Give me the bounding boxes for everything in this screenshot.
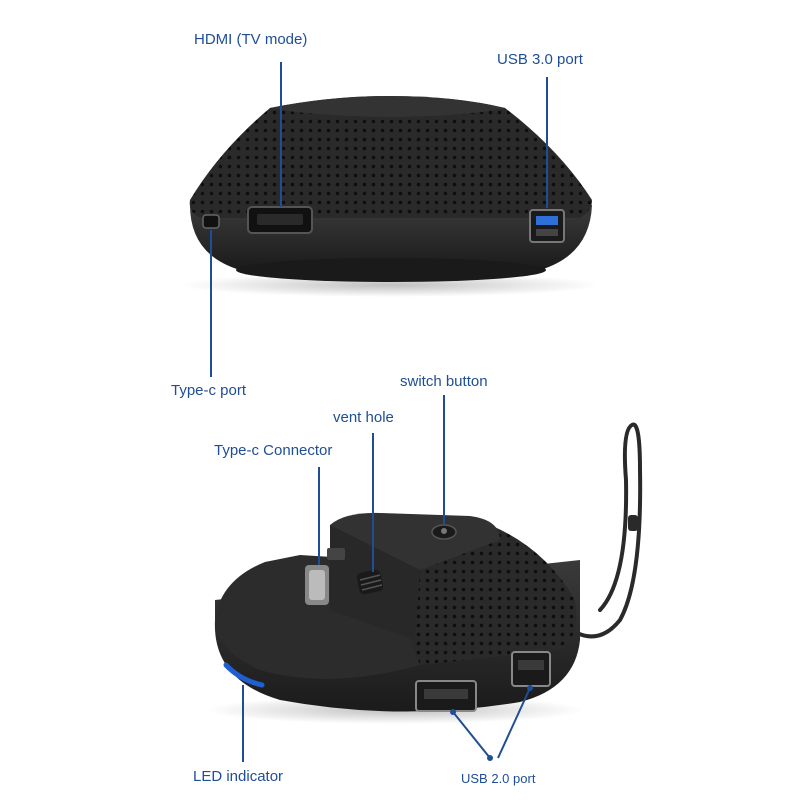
label-typec-connector: Type-c Connector — [214, 442, 333, 459]
usb3-port — [529, 209, 565, 243]
hdmi-port — [247, 206, 313, 234]
label-typec-port: Type-c port — [171, 382, 247, 399]
callout-lines — [210, 62, 548, 762]
callout-dots — [450, 685, 533, 761]
label-led-indicator: LED indicator — [193, 768, 284, 785]
label-vent-hole: vent hole — [333, 409, 394, 426]
label-hdmi: HDMI (TV mode) — [194, 31, 308, 48]
usb2-port-b — [511, 651, 551, 687]
usb2-callout-line-a — [452, 711, 491, 759]
usb2-callout-line-b — [497, 687, 531, 759]
vent-hole-graphic — [356, 569, 384, 595]
typec-connector-graphic — [305, 548, 345, 605]
top-dock-device — [180, 96, 600, 297]
usb2-port-a — [415, 680, 477, 712]
lanyard — [573, 422, 643, 639]
switch-button-graphic — [431, 524, 457, 540]
label-usb2: USB 2.0 port — [461, 771, 536, 786]
label-switch-button: switch button — [400, 373, 488, 390]
typec-port — [202, 214, 220, 229]
label-usb3: USB 3.0 port — [497, 51, 583, 68]
led-glow — [223, 662, 265, 688]
bottom-dock-device — [205, 422, 643, 724]
